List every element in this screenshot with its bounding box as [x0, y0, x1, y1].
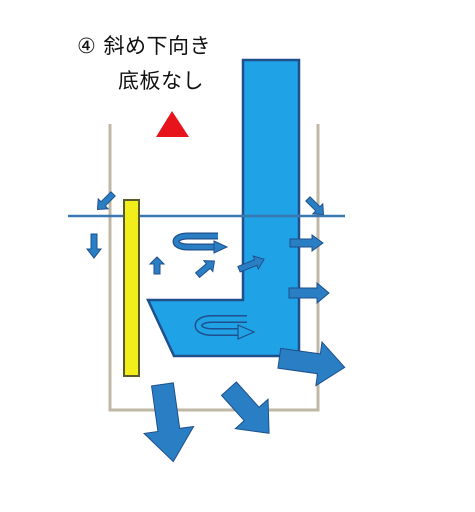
duct-body [146, 58, 301, 358]
flow-arrow-icon [289, 234, 324, 252]
flow-arrow-icon [85, 233, 103, 259]
yellow-plate [123, 199, 140, 377]
flow-arrow-icon [96, 191, 116, 211]
flow-arrow-icon [237, 255, 265, 273]
red-triangle-icon [156, 111, 189, 137]
flow-arrow-icon [305, 196, 325, 216]
swirl-arrow-icon [172, 232, 229, 254]
flow-arrow-icon [194, 260, 216, 279]
flow-arrow-icon [220, 381, 270, 434]
flow-arrow-icon [277, 340, 346, 387]
flow-arrows [85, 191, 346, 463]
swirl-arrow-icon [194, 315, 256, 340]
caption-line-2: 底板なし [118, 69, 204, 93]
flow-arrow-icon [288, 281, 330, 305]
container-outline [108, 124, 320, 412]
flow-arrow-icon [142, 382, 195, 463]
flow-arrow-icon [148, 256, 166, 275]
caption-line-1: ④ 斜め下向き [77, 34, 212, 58]
